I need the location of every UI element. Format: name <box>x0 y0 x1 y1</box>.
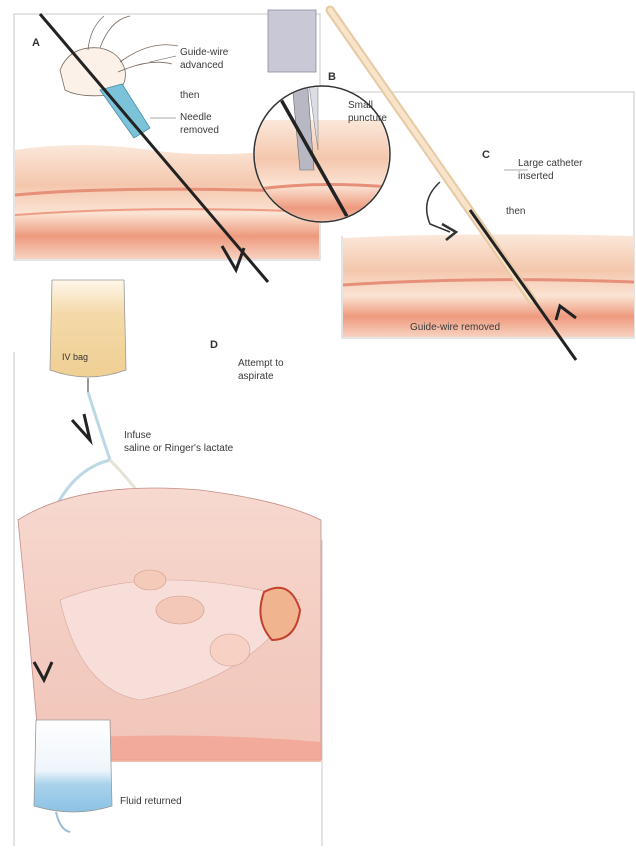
panel-letter-a: A <box>32 37 40 49</box>
label-infuse-line2: saline or Ringer's lactate <box>124 443 234 454</box>
organ-1 <box>156 596 204 624</box>
arrow-infuse-icon <box>72 414 90 440</box>
label-small-puncture-line2: puncture <box>348 113 387 124</box>
label-large-catheter-line2: inserted <box>518 171 554 182</box>
label-then-a: then <box>180 90 199 101</box>
organ-2 <box>210 634 250 666</box>
label-infuse-line1: Infuse <box>124 430 152 441</box>
label-guidewire-removed: Guide-wire removed <box>410 322 500 333</box>
label-needle-removed-line1: Needle <box>180 112 212 123</box>
label-then-c: then <box>506 206 525 217</box>
label-guidewire-advanced-line1: Guide-wire <box>180 47 229 58</box>
collection-bag <box>34 720 112 832</box>
label-needle-removed-line2: removed <box>180 125 219 136</box>
label-fluid-returned: Fluid returned <box>120 796 182 807</box>
label-iv-bag: IV bag <box>62 352 88 362</box>
panel-letter-c: C <box>482 149 490 161</box>
panel-letter-b: B <box>328 71 336 83</box>
label-guidewire-advanced-line2: advanced <box>180 60 223 71</box>
label-small-puncture-line1: Small <box>348 100 373 111</box>
syringe-barrel <box>268 10 316 72</box>
panel-letter-d: D <box>210 339 218 351</box>
label-large-catheter-line1: Large catheter <box>518 158 583 169</box>
label-attempt-aspirate-line2: aspirate <box>238 371 274 382</box>
iv-bag <box>50 280 126 392</box>
label-attempt-aspirate-line1: Attempt to <box>238 358 284 369</box>
